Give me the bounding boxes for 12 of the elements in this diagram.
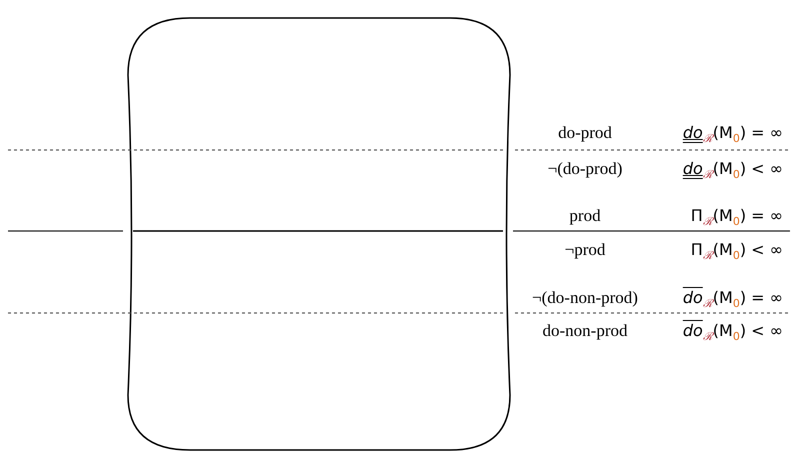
formula-label: Π$_{ℛ}$(M$_{0}$) = ∞: [690, 206, 783, 230]
formula-label: do$_{ℛ}$(M$_{0}$) < ∞: [682, 159, 783, 184]
condition-label: ¬(do-non-prod): [532, 288, 638, 308]
condition-label: ¬prod: [564, 240, 606, 260]
condition-label: do-prod: [558, 123, 612, 143]
formula-label: Π$_{ℛ}$(M$_{0}$) < ∞: [690, 240, 783, 264]
formula-label: do$_{ℛ}$(M$_{0}$) < ∞: [682, 321, 783, 346]
condition-label: ¬(do-prod): [548, 159, 622, 179]
formula-label: do$_{ℛ}$(M$_{0}$) = ∞: [682, 288, 783, 312]
condition-label: prod: [569, 206, 601, 226]
condition-label: do-non-prod: [542, 321, 628, 341]
formula-label: do$_{ℛ}$(M$_{0}$) = ∞: [682, 123, 783, 148]
